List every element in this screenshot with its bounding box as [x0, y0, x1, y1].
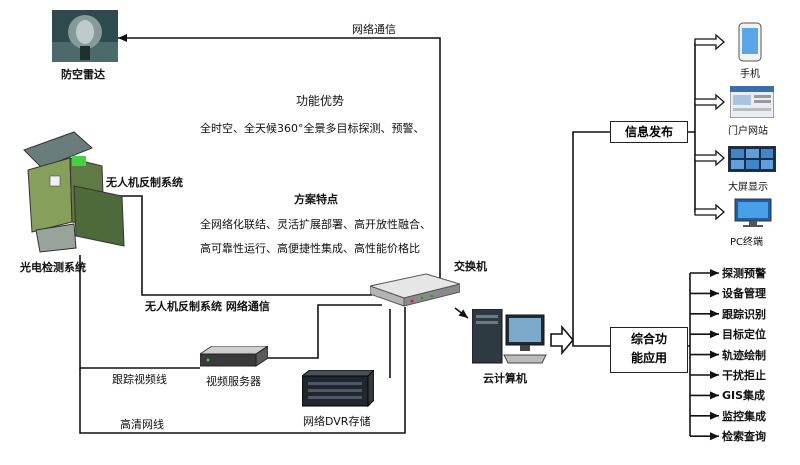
- app-item: 设备管理: [722, 287, 766, 301]
- publish-arrows: [694, 33, 725, 221]
- radar-label: 防空雷达: [61, 68, 105, 81]
- optical-label: 光电检测系统: [20, 261, 86, 274]
- app-item: 监控集成: [722, 409, 766, 423]
- publish-target-portal: 门户网站: [728, 126, 768, 137]
- line-switch-computer: [454, 307, 469, 319]
- bracket-apps: [688, 273, 691, 436]
- app-item: 跟踪识别: [722, 307, 766, 321]
- bracket-publish: [688, 42, 696, 212]
- apps-box: 综合功 能应用: [610, 327, 688, 373]
- apps-title-line1: 综合功: [630, 332, 667, 346]
- app-arrows: [690, 269, 719, 441]
- app-item: 轨迹绘制: [722, 348, 766, 362]
- app-item: 探测预警: [722, 267, 766, 280]
- pc-icon: [734, 198, 772, 227]
- computer-label: 云计算机: [483, 372, 527, 385]
- line-server-switch: [268, 304, 382, 359]
- uav-network-comm-label: 无人机反制系统 网络通信: [145, 300, 270, 313]
- advantages-title: 功能优势: [296, 94, 345, 108]
- scheme-title: 方案特点: [294, 193, 338, 206]
- advantages-line: 全时空、全天候360°全景多目标探测、预警、: [200, 122, 425, 135]
- switch-icon: [370, 273, 460, 307]
- line-network-comm: [118, 34, 441, 283]
- apps-title-line2: 能应用: [630, 351, 667, 365]
- publish-target-phone: 手机: [740, 69, 760, 80]
- dvr-icon: [302, 370, 374, 408]
- app-item: 检索查询: [722, 430, 766, 444]
- switch-label: 交换机: [454, 260, 487, 273]
- hd-network-label: 高清网线: [120, 418, 164, 431]
- video-server-label: 视频服务器: [206, 375, 261, 388]
- line-hd-network: [79, 307, 406, 434]
- app-item: 目标定位: [722, 328, 766, 342]
- tracking-video-label: 跟踪视频线: [112, 373, 167, 386]
- optical-device-icon: [23, 131, 125, 253]
- dvr-label: 网络DVR存储: [303, 415, 371, 428]
- scheme-line1: 全网络化联结、灵活扩展部署、高开放性融合、: [200, 218, 431, 231]
- app-item: 干扰拒止: [722, 369, 766, 382]
- video-server-icon: [200, 346, 268, 367]
- scheme-line2: 高可靠性运行、高便捷性集成、高性能价格比: [200, 242, 420, 255]
- portal-icon: [730, 86, 774, 118]
- bracket-main: [572, 131, 610, 347]
- computer-icon: [472, 309, 547, 364]
- uav-counter-label: 无人机反制系统: [106, 176, 183, 189]
- network-comm-label: 网络通信: [352, 23, 396, 36]
- big-screen-icon: [728, 146, 776, 172]
- line-uav-counter: [110, 195, 372, 296]
- phone-icon: [738, 22, 762, 62]
- info-publish-box: 信息发布: [610, 121, 688, 143]
- publish-target-big-screen: 大屏显示: [728, 182, 768, 193]
- radar-icon: [52, 10, 118, 62]
- arrow-computer-to-apps: [550, 324, 575, 356]
- publish-target-pc: PC终端: [730, 237, 764, 248]
- app-item: GIS集成: [722, 389, 766, 403]
- info-publish-title: 信息发布: [624, 125, 673, 139]
